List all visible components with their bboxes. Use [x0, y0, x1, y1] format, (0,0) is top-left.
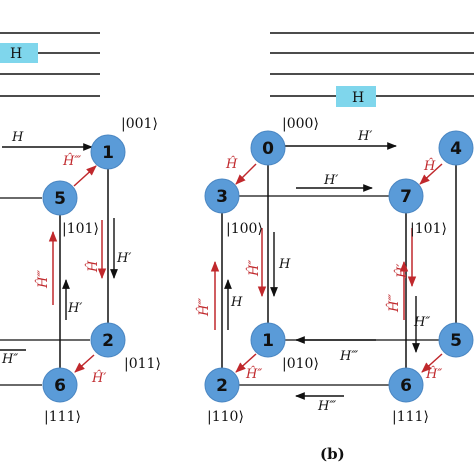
panel-b-op-bottom: H‴ [317, 399, 336, 414]
panel-b-op-far-left-red: Ĥ‴ [196, 298, 212, 317]
panel-a-circuit: H [0, 32, 100, 97]
panel-b-op-mid-top: H′ [323, 173, 338, 188]
panel-b-node-3: 3 [204, 178, 240, 214]
panel-a-gate-label: H [10, 46, 22, 62]
panel-a-arrow-red-diag-top [73, 165, 97, 187]
panel-a-op-top: H [11, 130, 24, 145]
panel-a-op-red-vert: Ĥ‴ [35, 270, 51, 289]
panel-a: H H Ĥ‴ Ĥ‴ Ĥ H′ H′ Ĥ′ H″ 1 5 [0, 32, 161, 425]
svg-text:6: 6 [400, 376, 412, 396]
panel-b-op-red-vert-left: Ĥ″ [246, 260, 262, 277]
panel-a-node-5: 5 [42, 180, 78, 216]
panel-b-op-right-red-vert: Ĥ′ [394, 264, 410, 279]
panel-b-node-5: 5 [438, 322, 474, 358]
panel-b-state-100: |100⟩ [226, 221, 263, 237]
panel-b-node-7: 7 [388, 178, 424, 214]
panel-b-state-000: |000⟩ [282, 116, 319, 132]
panel-a-node-1: 1 [90, 134, 126, 170]
svg-text:2: 2 [216, 376, 228, 396]
panel-b-op-black-vert-left: H [278, 257, 291, 272]
panel-b-gate-label: H [352, 90, 364, 106]
panel-b-arrow-red-diag-top [235, 163, 257, 185]
panel-b-circuit: H [270, 32, 474, 107]
panel-b-gate-box [336, 86, 376, 107]
panel-b-op-top: H′ [357, 129, 372, 144]
panel-a-node-6: 6 [42, 367, 78, 403]
panel-a-op-red-vert-inner: Ĥ [85, 260, 101, 273]
panel-b-state-110: |110⟩ [207, 409, 244, 425]
panel-b-op-red-diag-top: Ĥ [225, 156, 238, 172]
panel-a-op-black-vert: H′ [116, 251, 131, 266]
panel-b-state-010: |010⟩ [282, 356, 319, 372]
panel-b-op-right-red-diag-top: Ĥ [423, 158, 436, 174]
panel-a-state-101: |101⟩ [62, 221, 99, 237]
panel-b-arrow-right-red-diag-bottom [421, 353, 443, 373]
svg-text:2: 2 [102, 331, 114, 351]
panel-a-arrow-red-diag-bottom [74, 354, 95, 373]
panel-b-op-red-diag-bottom: Ĥ″ [245, 366, 262, 382]
panel-b-node-0: 0 [250, 130, 286, 166]
svg-text:3: 3 [216, 187, 228, 207]
panel-b-arrow-red-diag-bottom [235, 353, 257, 373]
panel-b-arrow-right-red-diag-top [419, 163, 443, 185]
panel-b-node-4: 4 [438, 130, 474, 166]
panel-b: H H′ H′ Ĥ Ĥ Ĥ″ H Ĥ‴ H Ĥ′ Ĥ‴ [196, 32, 474, 463]
svg-text:5: 5 [54, 189, 66, 209]
panel-b-node-1: 1 [250, 322, 286, 358]
svg-text:5: 5 [450, 331, 462, 351]
panel-a-state-011: |011⟩ [124, 356, 161, 372]
panel-b-node-6: 6 [388, 367, 424, 403]
panel-b-state-111: |111⟩ [392, 409, 429, 425]
panel-a-node-2: 2 [90, 322, 126, 358]
svg-text:1: 1 [262, 331, 274, 351]
svg-text:7: 7 [400, 187, 412, 207]
svg-text:0: 0 [262, 139, 274, 159]
panel-a-gate-box [0, 43, 38, 63]
panel-b-op-right-red-lower: Ĥ‴ [386, 294, 402, 313]
panel-a-state-001: |001⟩ [121, 116, 158, 132]
panel-b-caption: (b) [320, 445, 345, 463]
panel-b-state-101: |101⟩ [410, 221, 447, 237]
panel-b-op-mid-bottom: H‴ [339, 349, 358, 364]
panel-a-state-111: |111⟩ [44, 409, 81, 425]
panel-b-node-2: 2 [204, 367, 240, 403]
panel-a-op-red-diag-bottom: Ĥ′ [91, 370, 106, 386]
panel-b-op-far-left-black: H [230, 295, 243, 310]
panel-a-op-bottom-left: H″ [1, 352, 18, 367]
panel-b-op-right-black-lower: H″ [413, 315, 430, 330]
svg-text:4: 4 [450, 139, 462, 159]
panel-b-op-right-red-diag-bottom: Ĥ″ [425, 366, 442, 382]
svg-text:6: 6 [54, 376, 66, 396]
panel-a-op-lower-vert: H′ [67, 301, 82, 316]
svg-text:1: 1 [102, 143, 114, 163]
panel-a-op-red-diag-top: Ĥ‴ [62, 153, 81, 169]
